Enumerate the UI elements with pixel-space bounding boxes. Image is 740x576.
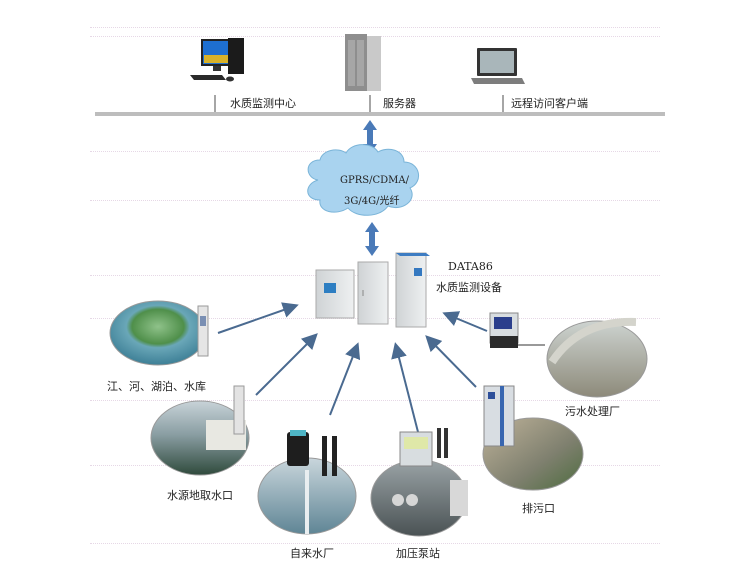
- site-sewage-plant-image: [489, 312, 648, 398]
- site-label-waterworks: 自来水厂: [290, 547, 334, 560]
- bidirectional-arrow-icon: [365, 222, 379, 256]
- guide-line: [90, 543, 660, 544]
- monitoring-cabinet-icon: [315, 269, 355, 319]
- guide-line: [90, 465, 660, 466]
- guide-line: [90, 27, 660, 28]
- site-label-outfall: 排污口: [522, 502, 555, 515]
- data-link-arrow: [442, 311, 488, 332]
- data-link-arrow: [255, 333, 318, 396]
- site-label-sewage-plant: 污水处理厂: [565, 405, 620, 418]
- network-bus: [95, 112, 665, 116]
- laptop-icon: [471, 48, 525, 84]
- guide-line: [90, 400, 660, 401]
- site-label-intake: 水源地取水口: [167, 489, 233, 502]
- desktop-computer-icon: [190, 38, 244, 82]
- device-model: DATA86: [448, 260, 493, 273]
- site-outfall-image: [482, 385, 584, 491]
- data-link-arrow: [329, 342, 361, 416]
- data-link-arrow: [391, 342, 419, 433]
- data-link-arrow: [217, 302, 299, 334]
- monitoring-cabinet-icon: [357, 261, 389, 325]
- network-label-line2: 3G/4G/光纤: [344, 196, 400, 207]
- monitoring-cabinet-icon: [395, 252, 430, 328]
- network-cloud-icon: [307, 144, 419, 216]
- client-label: 服务器: [383, 97, 416, 110]
- site-waterworks-image: [257, 430, 357, 535]
- client-label: 远程访问客户端: [511, 97, 588, 110]
- device-name: 水质监测设备: [436, 281, 502, 294]
- site-pump-station-image: [370, 428, 468, 537]
- site-lake-image: [109, 300, 209, 366]
- data-link-arrow: [425, 335, 477, 388]
- client-label: 水质监测中心: [230, 97, 296, 110]
- site-label-lake: 江、河、湖泊、水库: [107, 380, 206, 393]
- site-water-intake-image: [150, 385, 250, 476]
- network-label-line1: GPRS/CDMA/: [340, 175, 409, 186]
- server-tower-icon: [345, 34, 381, 91]
- site-label-pump-station: 加压泵站: [396, 547, 440, 560]
